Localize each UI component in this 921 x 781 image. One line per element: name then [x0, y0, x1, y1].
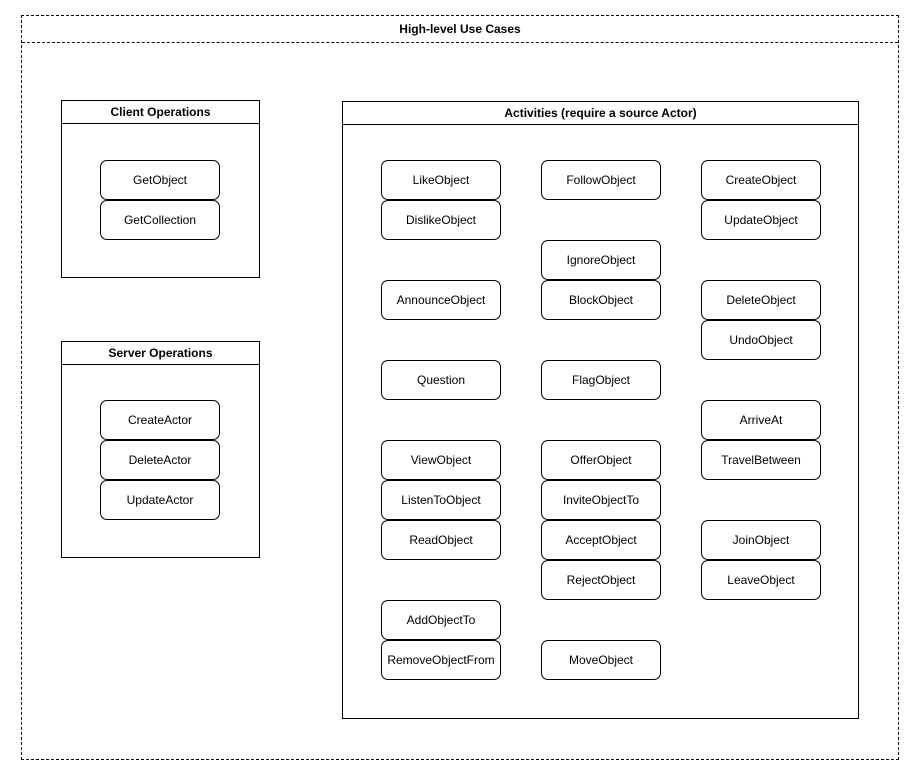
use-case-node-addobjectto: AddObjectTo — [381, 600, 501, 640]
use-case-node-removeobjectfrom: RemoveObjectFrom — [381, 640, 501, 680]
use-case-node-updateactor: UpdateActor — [100, 480, 220, 520]
use-case-node-leaveobject: LeaveObject — [701, 560, 821, 600]
panel-activities-title: Activities (require a source Actor) — [343, 102, 858, 125]
use-case-node-createactor: CreateActor — [100, 400, 220, 440]
use-case-node-dislikeobject: DislikeObject — [381, 200, 501, 240]
use-case-node-createobject: CreateObject — [701, 160, 821, 200]
use-case-node-listentoobject: ListenToObject — [381, 480, 501, 520]
use-case-node-acceptobject: AcceptObject — [541, 520, 661, 560]
use-case-node-flagobject: FlagObject — [541, 360, 661, 400]
use-case-node-question: Question — [381, 360, 501, 400]
use-case-node-getobject: GetObject — [100, 160, 220, 200]
use-case-node-deleteobject: DeleteObject — [701, 280, 821, 320]
use-case-node-inviteobjectto: InviteObjectTo — [541, 480, 661, 520]
use-case-node-getcollection: GetCollection — [100, 200, 220, 240]
use-case-node-updateobject: UpdateObject — [701, 200, 821, 240]
use-case-node-undoobject: UndoObject — [701, 320, 821, 360]
use-case-node-readobject: ReadObject — [381, 520, 501, 560]
use-case-node-viewobject: ViewObject — [381, 440, 501, 480]
use-case-node-likeobject: LikeObject — [381, 160, 501, 200]
use-cases-container: High-level Use Cases — [21, 15, 899, 760]
panel-server-operations-title: Server Operations — [62, 342, 259, 365]
use-case-node-offerobject: OfferObject — [541, 440, 661, 480]
use-case-node-moveobject: MoveObject — [541, 640, 661, 680]
panel-client-operations-title: Client Operations — [62, 101, 259, 124]
use-case-node-followobject: FollowObject — [541, 160, 661, 200]
use-case-node-arriveat: ArriveAt — [701, 400, 821, 440]
diagram-title: High-level Use Cases — [22, 16, 898, 43]
use-case-node-deleteactor: DeleteActor — [100, 440, 220, 480]
use-case-node-rejectobject: RejectObject — [541, 560, 661, 600]
use-case-node-announceobject: AnnounceObject — [381, 280, 501, 320]
use-case-node-ignoreobject: IgnoreObject — [541, 240, 661, 280]
use-case-node-blockobject: BlockObject — [541, 280, 661, 320]
use-case-node-travelbetween: TravelBetween — [701, 440, 821, 480]
use-case-node-joinobject: JoinObject — [701, 520, 821, 560]
